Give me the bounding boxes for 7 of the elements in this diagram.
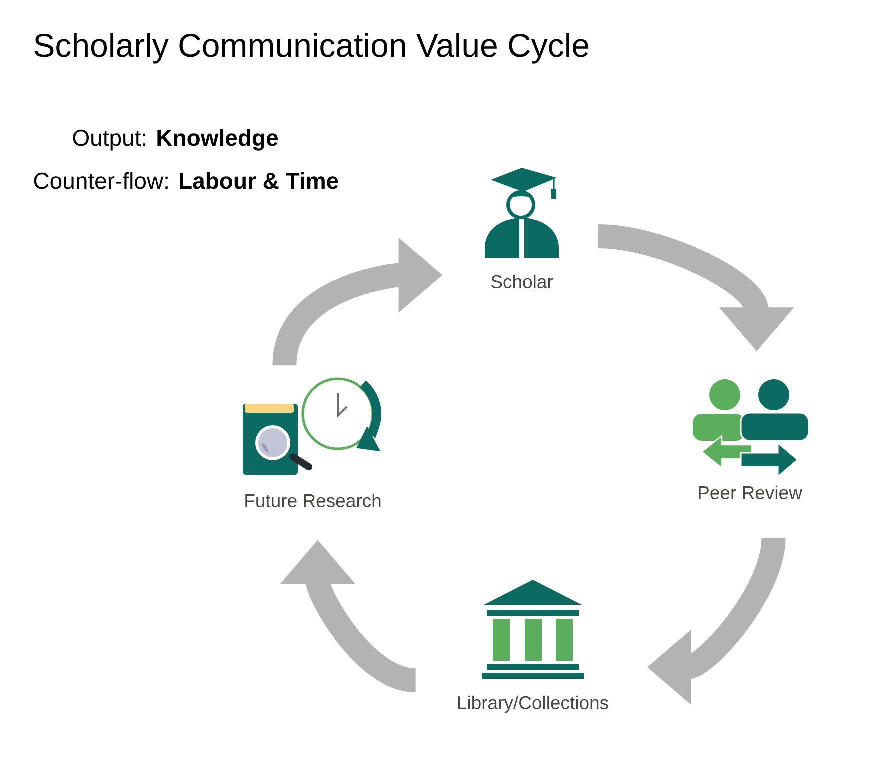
- step-label: Library/Collections: [458, 696, 608, 714]
- step-label: Future Research: [246, 494, 381, 508]
- note: Output: Knowledge: [73, 129, 278, 151]
- step-label: Peer Review: [699, 486, 802, 500]
- step-label: Scholar: [492, 274, 554, 288]
- title: Scholarly Communication Value Cycle: [34, 33, 589, 64]
- note: Counter-flow: Labour & Time: [34, 172, 338, 190]
